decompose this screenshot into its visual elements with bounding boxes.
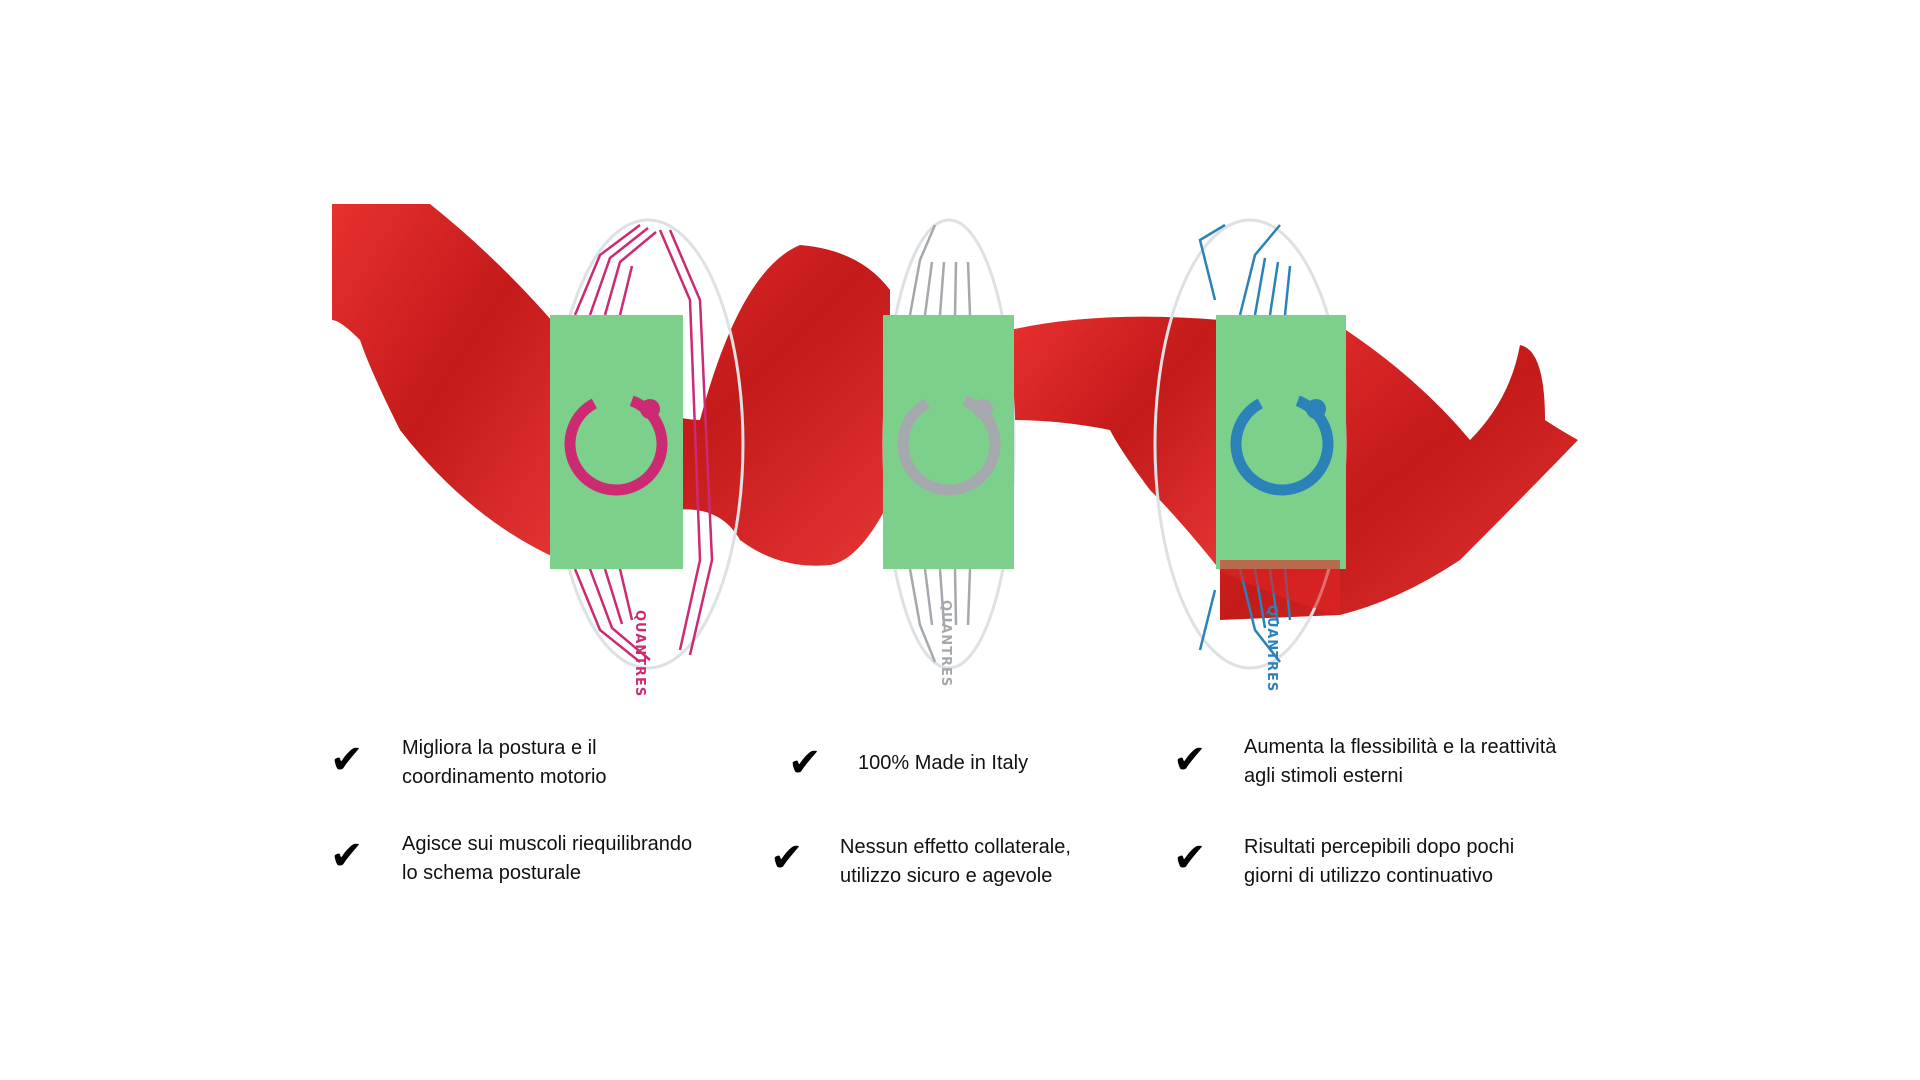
feature-text: Aumenta la flessibilità e la reattività …	[1244, 736, 1557, 787]
check-icon: ✔	[1173, 835, 1207, 881]
check-icon: ✔	[1173, 737, 1207, 783]
pink-bracelet: QUANTRES	[550, 218, 745, 697]
feature-text: Nessun effetto collaterale, utilizzo sic…	[840, 836, 1071, 887]
brand-label: QUANTRES	[632, 610, 647, 697]
feature-text: Migliora la postura e il coordinamento m…	[402, 737, 607, 788]
feature-text: Agisce sui muscoli riequilibrando lo sch…	[402, 833, 693, 884]
gray-bracelet: QUANTRES	[882, 218, 1016, 687]
brand-label: QUANTRES	[938, 600, 953, 687]
brand-label: QUANTRES	[1264, 605, 1279, 692]
feature-text: Risultati percepibili dopo pochi giorni …	[1244, 836, 1515, 887]
check-icon: ✔	[770, 835, 804, 881]
check-icon: ✔	[330, 737, 364, 783]
feature-text: 100% Made in Italy	[858, 752, 1029, 774]
check-icon: ✔	[330, 833, 364, 879]
check-icon: ✔	[788, 740, 822, 786]
blue-bracelet: QUANTRES	[1153, 218, 1347, 692]
